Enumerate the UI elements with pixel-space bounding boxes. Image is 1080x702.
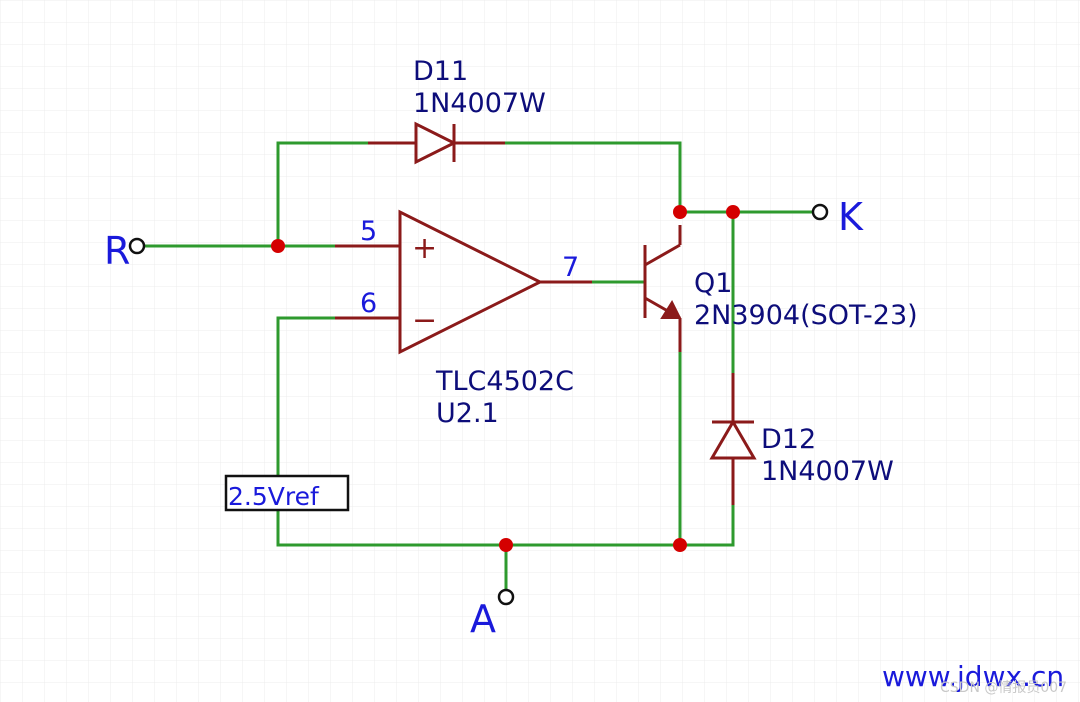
d11-ref-label: D11: [413, 56, 468, 87]
u2-ref-label: U2.1: [436, 398, 499, 429]
wire-minus-input: [276, 316, 337, 478]
watermark-site: www.jdwx.cn: [882, 660, 1064, 693]
q1-value-label: 2N3904(SOT-23): [694, 300, 918, 331]
vref-box: [224, 474, 350, 512]
wires: [142, 141, 820, 592]
junction-k: [726, 205, 740, 219]
wire-bottom-rail: [276, 508, 682, 547]
junction-collector: [673, 205, 687, 219]
q1-ref-label: Q1: [694, 268, 732, 299]
net-label-a: A: [470, 597, 496, 641]
diode-d12: [709, 373, 757, 505]
wire-d11-right: [503, 141, 682, 214]
net-label-r: R: [104, 229, 130, 273]
opamp-u2: [335, 209, 592, 355]
opamp-plus-sign: +: [412, 231, 437, 266]
watermark-csdn: CSDN @情报员007: [940, 680, 1067, 696]
pin-5-label: 5: [360, 216, 377, 247]
terminal-k[interactable]: [811, 203, 829, 221]
u2-part-label: TLC4502C: [435, 366, 574, 397]
diode-d11: [368, 121, 505, 165]
terminal-a[interactable]: [497, 588, 515, 606]
wire-d12-bottom: [678, 503, 735, 547]
junctions: [271, 205, 740, 552]
terminal-r[interactable]: [128, 237, 146, 255]
transistor-q1: [643, 225, 682, 352]
junction-a: [499, 538, 513, 552]
d11-value-label: 1N4007W: [413, 88, 546, 119]
vref-label: 2.5Vref: [228, 482, 320, 511]
junction-r: [271, 239, 285, 253]
d12-ref-label: D12: [761, 424, 816, 455]
net-label-k: K: [838, 195, 864, 239]
pin-7-label: 7: [562, 252, 579, 283]
pin-6-label: 6: [360, 288, 377, 319]
d12-value-label: 1N4007W: [761, 456, 894, 487]
wire-d11-left: [276, 141, 370, 248]
opamp-minus-sign: −: [412, 303, 437, 338]
junction-emitter: [673, 538, 687, 552]
